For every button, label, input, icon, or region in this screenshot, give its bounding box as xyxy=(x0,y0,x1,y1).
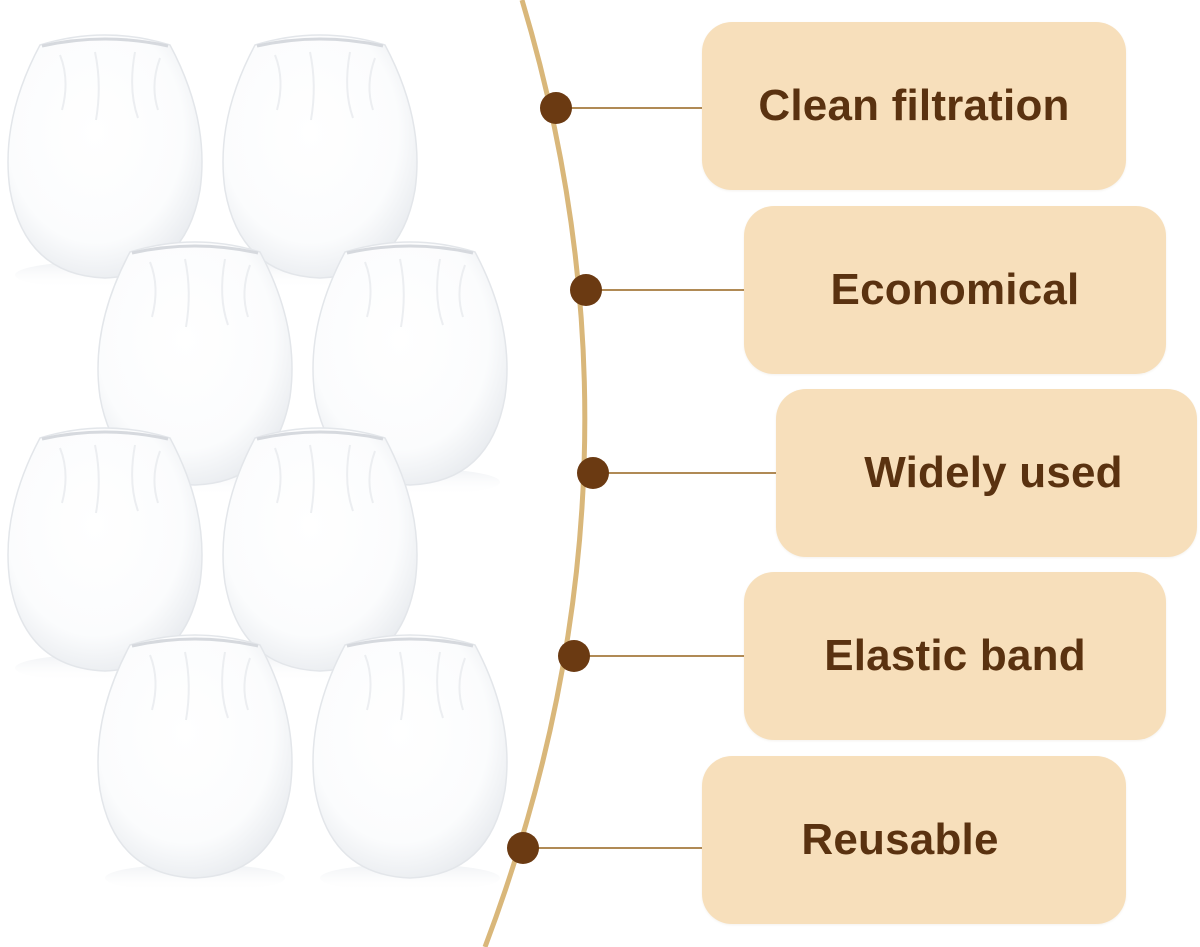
feature-label: Elastic band xyxy=(824,631,1086,680)
feature-card: Elastic band xyxy=(744,572,1166,740)
filter-bag-icon xyxy=(222,34,418,289)
feature-card: Reusable xyxy=(702,756,1126,924)
feature-label: Economical xyxy=(830,265,1080,314)
filter-bag-icon xyxy=(312,634,508,892)
feature-label: Reusable xyxy=(801,815,999,864)
timeline-dot xyxy=(507,832,539,864)
feature-label: Widely used xyxy=(864,448,1123,497)
timeline-dot xyxy=(540,92,572,124)
connector-layer xyxy=(507,92,776,864)
timeline-dot xyxy=(577,457,609,489)
feature-card: Widely used xyxy=(776,389,1197,557)
timeline-dot xyxy=(570,274,602,306)
feature-card: Economical xyxy=(744,206,1166,374)
filter-bag-icon xyxy=(97,634,293,892)
feature-label: Clean filtration xyxy=(758,81,1070,130)
feature-card: Clean filtration xyxy=(702,22,1126,190)
filter-bag-group xyxy=(7,34,508,892)
timeline-dot xyxy=(558,640,590,672)
